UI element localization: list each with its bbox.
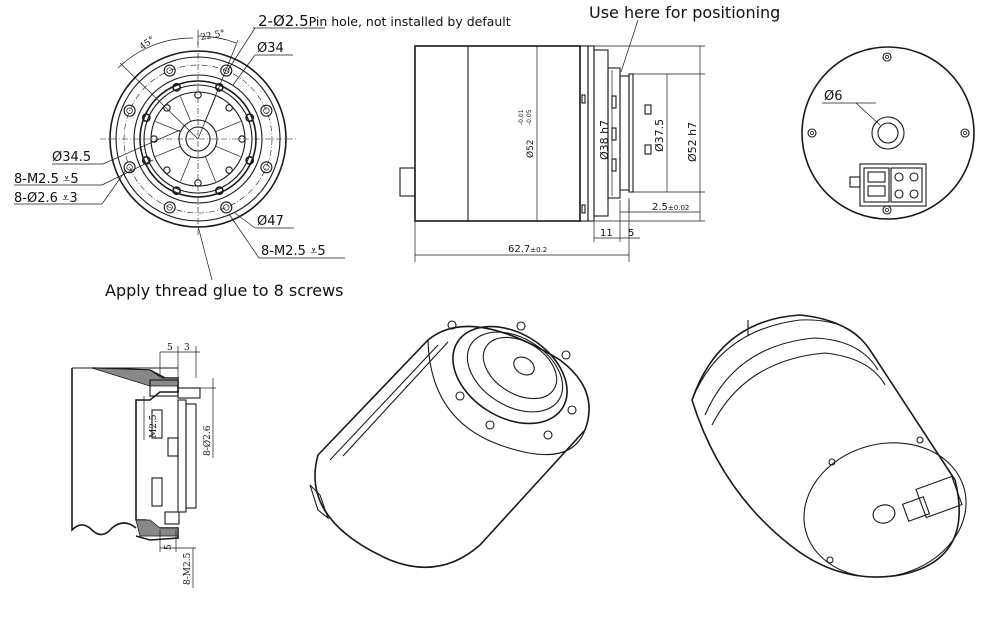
inner-hole xyxy=(150,135,158,143)
mid-ring-hole xyxy=(141,155,151,165)
spoke-line xyxy=(204,156,216,182)
inner-holes xyxy=(141,82,255,196)
pin-hole-label: 2-Ø2.5Pin hole, not installed by default xyxy=(258,14,511,29)
angle-22-5-label: 22.5° xyxy=(200,29,226,43)
section-view xyxy=(71,346,216,588)
section-outline xyxy=(71,368,137,536)
iso-view-front xyxy=(309,320,590,569)
iso2-center-hole xyxy=(872,504,896,524)
d38-h7-label: Ø38 h7 xyxy=(598,120,611,160)
pin-hole-leader xyxy=(227,27,256,71)
outer-bolt-hole-inner xyxy=(126,164,133,171)
outer-bolt-hole-inner xyxy=(223,204,230,211)
back-center-hole xyxy=(877,122,899,144)
d37-5-label: Ø37.5 xyxy=(653,119,666,152)
dim-5-label: 5 xyxy=(628,228,634,239)
d26-v3-label: 8-Ø2.6 ⩡3 xyxy=(14,191,78,206)
angle-22-arc xyxy=(197,35,237,44)
iso1-center-hole xyxy=(513,356,535,376)
d6-label: Ø6 xyxy=(824,89,843,104)
spoke-line xyxy=(215,145,241,157)
d47-label: Ø47 xyxy=(257,214,284,229)
d52-h7-label: Ø52 h7 xyxy=(686,122,699,162)
spoke-line xyxy=(155,145,181,157)
outer-bolt-holes xyxy=(123,64,273,214)
spoke-line xyxy=(180,96,192,122)
d34-label: Ø34 xyxy=(257,41,284,56)
dim-62-7-label: 62.7±0.2 xyxy=(508,244,547,255)
thread-glue-label: Apply thread glue to 8 screws xyxy=(105,281,344,300)
dim-11-label: 11 xyxy=(600,228,613,239)
mid-ring-hole xyxy=(214,186,224,196)
inner-hole xyxy=(163,166,171,174)
spoke-line xyxy=(155,121,181,133)
m25-v5-left-label: 8-M2.5 ⩡5 xyxy=(14,172,79,187)
positioning-label: Use here for positioning xyxy=(589,3,781,22)
outer-bolt-hole xyxy=(220,201,233,214)
mid-ring-hole xyxy=(245,155,255,165)
outer-bolt-hole-inner xyxy=(263,107,270,114)
mid-ring-hole xyxy=(141,113,151,122)
sec-dim-5: 5 xyxy=(167,343,173,353)
outer-bolt-hole xyxy=(163,201,176,214)
angle-45-arc xyxy=(117,37,194,69)
outer-bolt-hole xyxy=(123,104,136,117)
iso1-body xyxy=(314,325,590,569)
iso2-end-face xyxy=(803,442,967,578)
sec-m2-5-bottom: 8-M2.5 xyxy=(183,552,193,585)
inner-hole xyxy=(238,135,246,143)
side-view xyxy=(399,19,705,262)
angle-45-label: 45° xyxy=(138,35,157,52)
d52-tol-label: Ø52 xyxy=(525,139,536,158)
spoke-line xyxy=(180,156,192,182)
inner-hole xyxy=(194,179,202,187)
mid-ring-hole xyxy=(214,82,224,92)
front-view xyxy=(14,27,345,281)
back-connector-block xyxy=(859,163,927,207)
inner-hole xyxy=(194,91,202,99)
sec-m2-5: M2.5 xyxy=(149,414,159,438)
outer-bolt-hole-inner xyxy=(166,204,173,211)
mid-ring-hole xyxy=(172,186,181,196)
m25-v5-bottom-label: 8-M2.5 ⩡5 xyxy=(261,244,326,259)
dim-2-5-label: 2.5±0.02 xyxy=(652,202,689,213)
d52-tol-upper: -0.01 xyxy=(518,109,525,125)
sec-dim-3: 3 xyxy=(184,343,190,353)
outer-bolt-hole xyxy=(220,64,233,77)
sec-d2-6: 8-Ø2.6 xyxy=(202,425,213,456)
inner-hole xyxy=(163,104,171,112)
pin-hole-note: Pin hole, not installed by default xyxy=(308,14,511,29)
spoke-line xyxy=(215,121,241,133)
mid-ring-hole xyxy=(245,113,255,122)
d34-5-label: Ø34.5 xyxy=(52,150,91,165)
pin-hole-size: 2-Ø2.5 xyxy=(258,12,309,30)
inner-hole xyxy=(225,104,233,112)
back-center-ring xyxy=(871,116,905,150)
positioning-leader xyxy=(620,19,639,73)
mid-ring-hole xyxy=(172,82,181,92)
back-outer-circle xyxy=(801,46,975,220)
iso2-connector xyxy=(915,475,963,519)
iso2-body xyxy=(691,314,960,578)
d52-tol-lower: -0.05 xyxy=(526,109,533,125)
sec-dim-5b: 5 xyxy=(164,544,174,550)
iso-view-back xyxy=(691,314,967,578)
inner-hole xyxy=(225,166,233,174)
back-view xyxy=(801,46,975,220)
outer-bolt-hole-inner xyxy=(263,164,270,171)
outer-bolt-hole xyxy=(260,104,273,117)
motor-body xyxy=(414,45,581,222)
outer-bolt-hole-inner xyxy=(223,67,230,74)
iso1-flange xyxy=(452,325,568,425)
outer-bolt-hole xyxy=(260,161,273,174)
connector-stub xyxy=(399,167,416,197)
outer-bolt-hole-inner xyxy=(126,107,133,114)
outer-bolt-hole xyxy=(123,161,136,174)
outer-bolt-hole-inner xyxy=(166,67,173,74)
outer-bolt-hole xyxy=(163,64,176,77)
